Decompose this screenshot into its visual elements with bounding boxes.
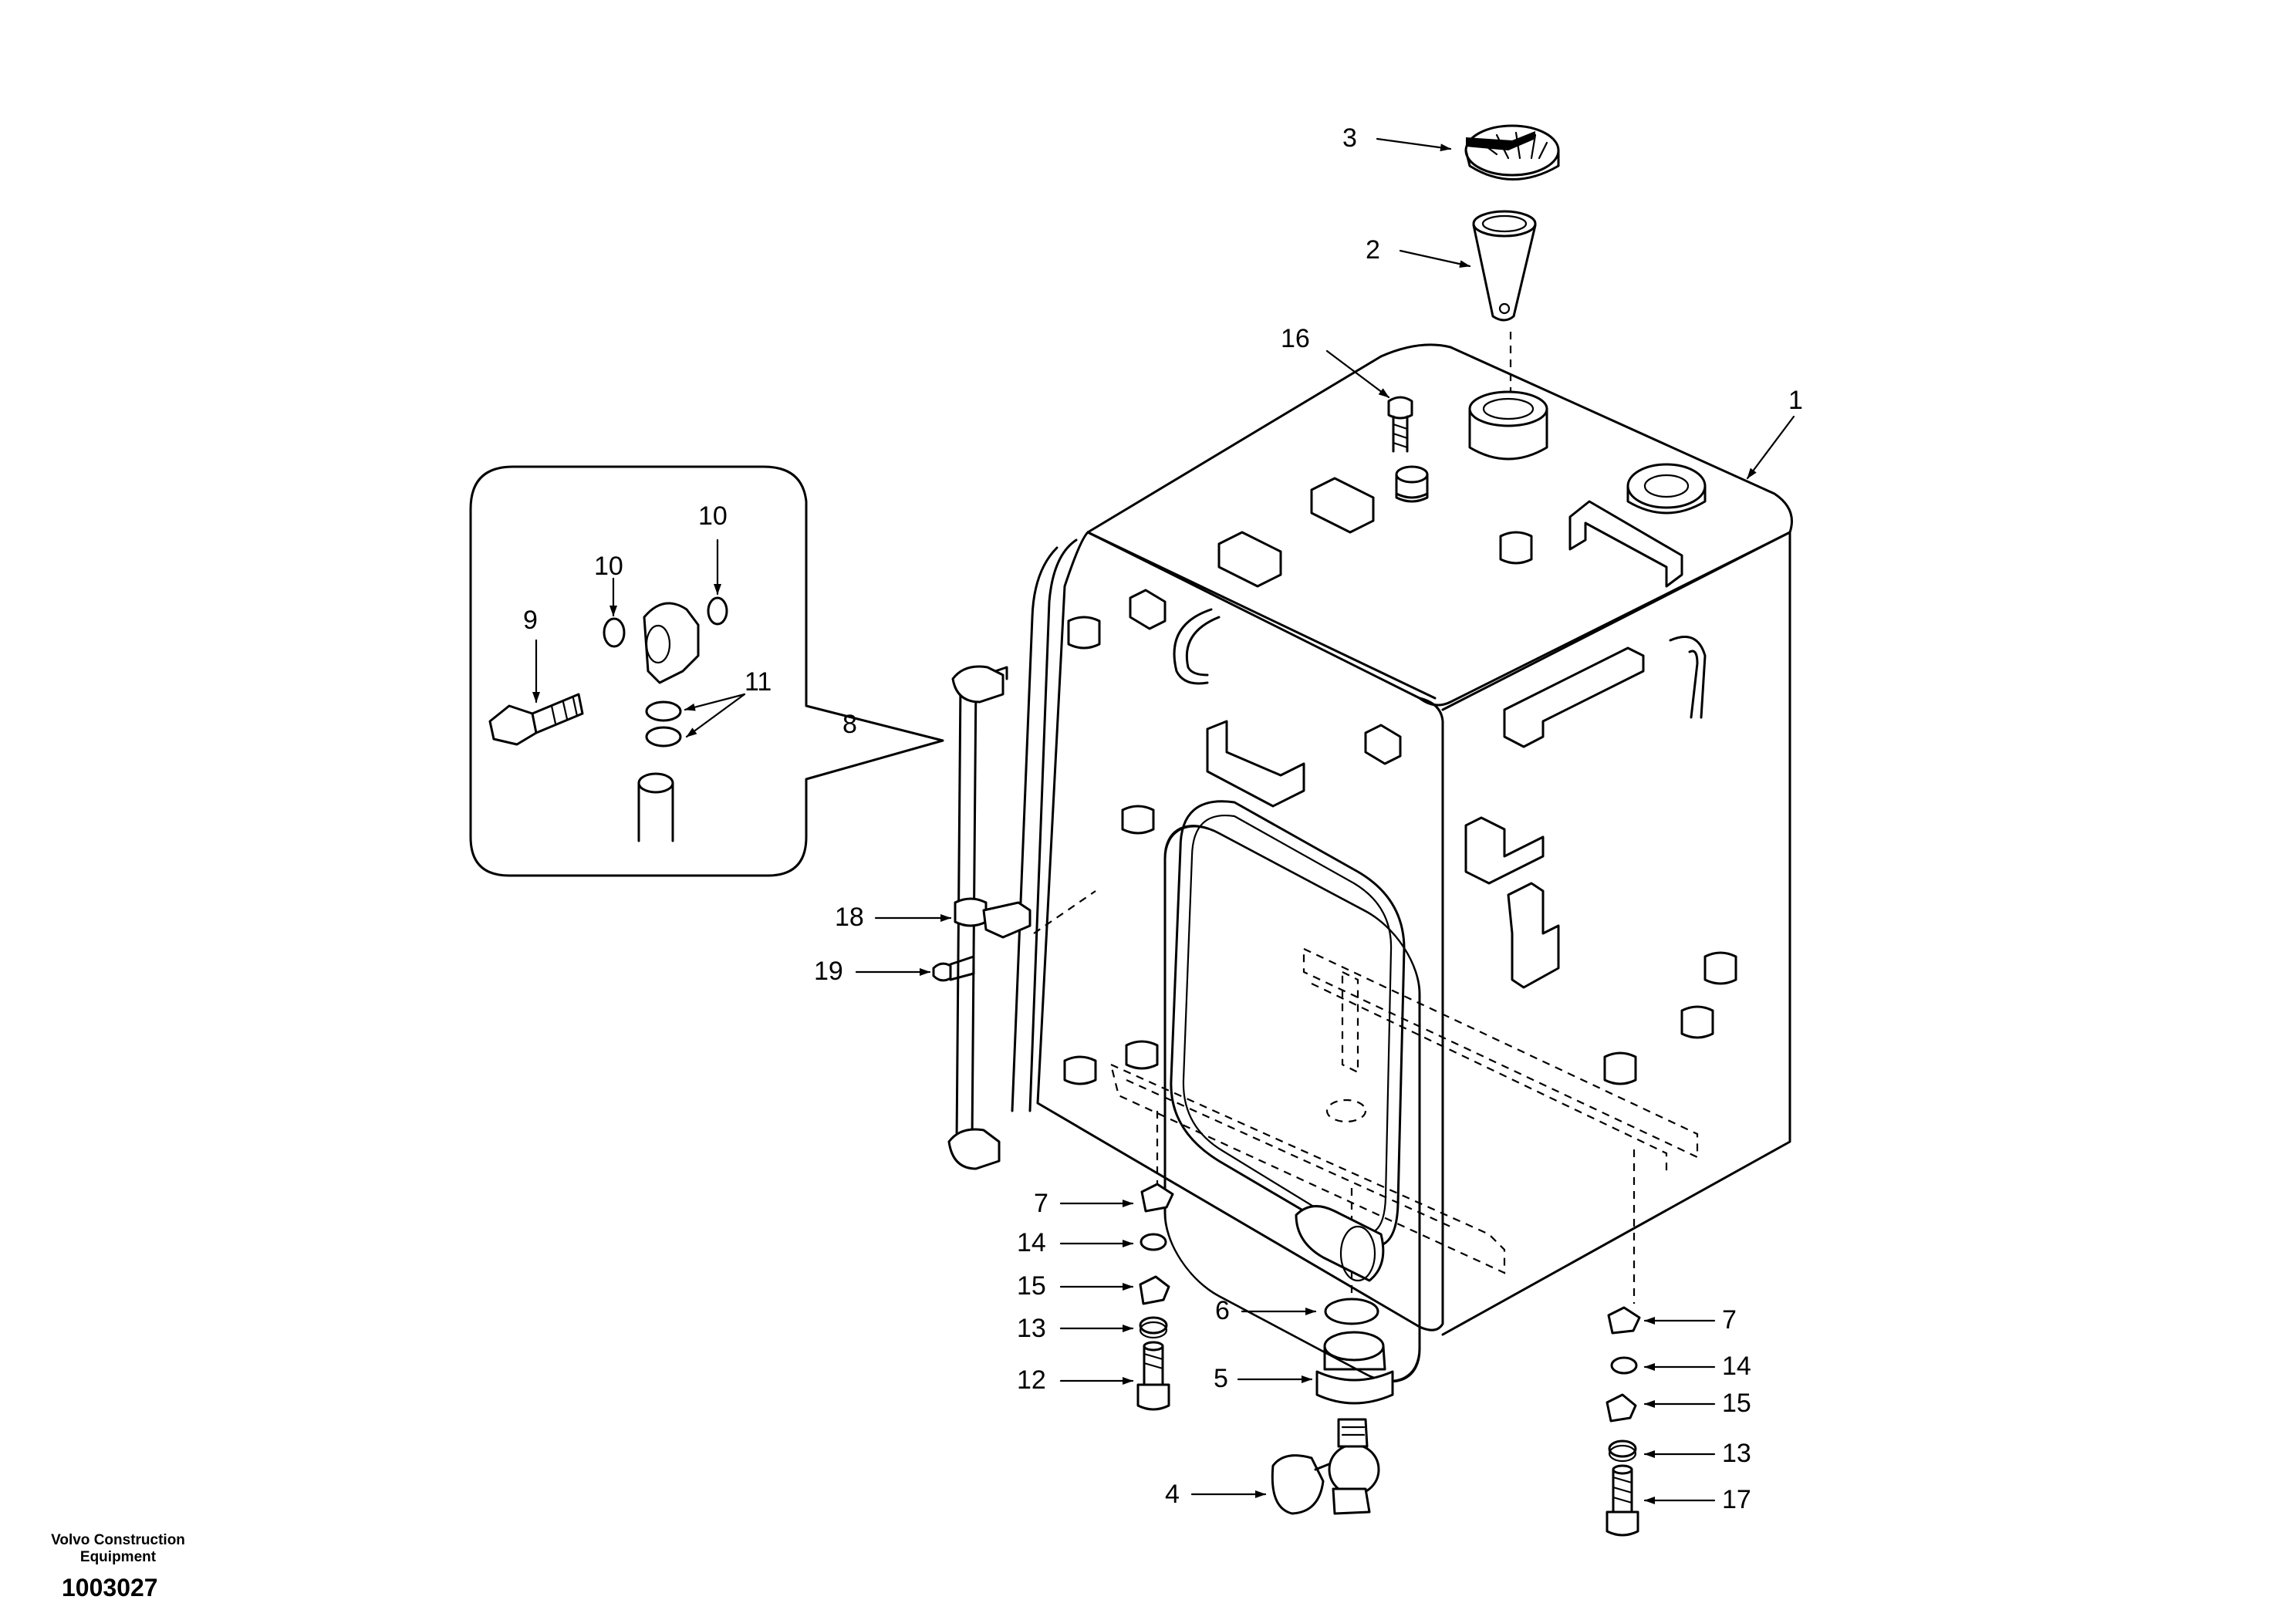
leader-lines xyxy=(532,137,1795,1504)
internal-frame-4 xyxy=(1311,983,1668,1173)
callout-1: 1 xyxy=(1788,386,1803,415)
boss-front-2 xyxy=(1121,805,1155,835)
tank-front-face xyxy=(1036,531,1444,1331)
level-gauge xyxy=(947,665,1032,1170)
plate-7-left xyxy=(1140,1183,1174,1213)
internal-frame-5 xyxy=(1126,1078,1451,1228)
callout-2: 2 xyxy=(1366,235,1380,265)
bolt-12 xyxy=(1136,1341,1170,1411)
block-top-1 xyxy=(1310,477,1375,534)
hydraulic-tank xyxy=(1011,332,1793,1383)
callout-6: 6 xyxy=(1215,1296,1230,1325)
lock-washer-13-left xyxy=(1139,1316,1168,1339)
gauge-tube-section xyxy=(637,772,674,842)
o-ring-6 xyxy=(1324,1298,1379,1325)
tank-right-face xyxy=(1441,531,1791,1336)
callout-13b: 13 xyxy=(1722,1439,1751,1468)
callout-13a: 13 xyxy=(1017,1314,1046,1343)
seal-ring-upper xyxy=(603,617,626,648)
boss-top xyxy=(1499,531,1533,565)
o-ring-2 xyxy=(645,726,682,748)
drawing-number: 1003027 xyxy=(62,1574,158,1601)
breather-port xyxy=(1626,463,1707,515)
banjo-fitting xyxy=(643,602,700,684)
plate-15-right xyxy=(1606,1393,1637,1423)
callout-15a: 15 xyxy=(1017,1271,1046,1301)
washer-14-left xyxy=(1140,1233,1167,1251)
drain-plug xyxy=(1315,1331,1394,1405)
gauge-clamp xyxy=(954,897,1032,939)
filler-cap xyxy=(1464,124,1560,181)
spacer-16 xyxy=(1395,465,1429,499)
callout-7b: 7 xyxy=(1722,1305,1737,1335)
bracket-right-upper xyxy=(1503,646,1645,748)
detail-inset xyxy=(469,465,944,877)
internal-frame-2 xyxy=(1341,970,1359,1074)
lock-washer-13-right xyxy=(1608,1439,1637,1463)
gauge-ref-line xyxy=(1033,890,1096,934)
return-pipe xyxy=(1669,636,1707,719)
callout-11: 11 xyxy=(745,667,772,697)
bracket-right-mid xyxy=(1464,816,1545,885)
pipe-hook xyxy=(1173,608,1221,685)
drain-hole xyxy=(1325,1099,1367,1123)
boss-front-3 xyxy=(1063,1055,1097,1085)
inset-frame xyxy=(469,465,944,877)
bolt-17 xyxy=(1606,1464,1639,1537)
callout-16: 16 xyxy=(1281,324,1310,353)
bracket-right-lower xyxy=(1507,882,1560,989)
drain-valve xyxy=(1271,1418,1380,1515)
callout-15b: 15 xyxy=(1722,1389,1751,1418)
bolt-16 xyxy=(1387,396,1413,453)
callout-numbers: 1 2 3 4 5 6 7 7 8 9 10 10 11 12 13 13 14… xyxy=(523,123,1803,1514)
callout-10a: 10 xyxy=(594,552,623,581)
tank-edge-band-2 xyxy=(1028,538,1078,1112)
boss-right-2 xyxy=(1680,1005,1714,1039)
bracket-front xyxy=(1206,720,1305,808)
block-top-2 xyxy=(1217,531,1282,588)
boss-front-1 xyxy=(1067,616,1101,650)
callout-8: 8 xyxy=(842,710,857,739)
callout-7a: 7 xyxy=(1034,1189,1048,1218)
boss-right-1 xyxy=(1703,951,1737,985)
o-ring-1 xyxy=(645,700,682,722)
callout-18: 18 xyxy=(835,903,864,932)
boss-right-3 xyxy=(1603,1051,1637,1085)
tank-edge-band xyxy=(1011,546,1059,1112)
callout-10b: 10 xyxy=(698,501,728,531)
company-name-line2: Equipment xyxy=(79,1549,157,1565)
seal-ring-upper-2 xyxy=(707,596,728,626)
callout-5: 5 xyxy=(1214,1364,1228,1393)
callout-9: 9 xyxy=(523,606,538,635)
plate-15-left xyxy=(1139,1275,1170,1305)
callout-12: 12 xyxy=(1017,1365,1046,1395)
washer-14-right xyxy=(1610,1356,1638,1375)
company-name-line1: Volvo Construction xyxy=(51,1532,185,1548)
callout-17: 17 xyxy=(1722,1485,1751,1514)
inspection-window xyxy=(1163,825,1421,1383)
block-front-1 xyxy=(1129,589,1167,630)
callout-19: 19 xyxy=(814,957,843,986)
callout-14a: 14 xyxy=(1017,1228,1046,1257)
callout-3: 3 xyxy=(1342,123,1357,153)
drain-pipe-stub xyxy=(1295,1205,1385,1282)
callout-14b: 14 xyxy=(1722,1352,1751,1381)
inspection-window-inner xyxy=(1182,815,1393,1235)
banjo-bolt xyxy=(488,693,584,746)
internal-frame-1 xyxy=(1302,947,1699,1159)
filler-neck xyxy=(1468,390,1548,461)
tank-edge-band-3 xyxy=(1086,531,1437,700)
boss-front-4 xyxy=(1125,1040,1159,1070)
plate-7-right xyxy=(1607,1306,1641,1335)
callout-4: 4 xyxy=(1165,1480,1180,1509)
strainer xyxy=(1472,210,1537,322)
tank-top-face xyxy=(1086,343,1793,707)
internal-frame-3 xyxy=(1109,1063,1506,1274)
block-front-2 xyxy=(1364,724,1402,765)
bracket-top-right xyxy=(1568,500,1683,588)
bolt-19 xyxy=(932,955,975,982)
